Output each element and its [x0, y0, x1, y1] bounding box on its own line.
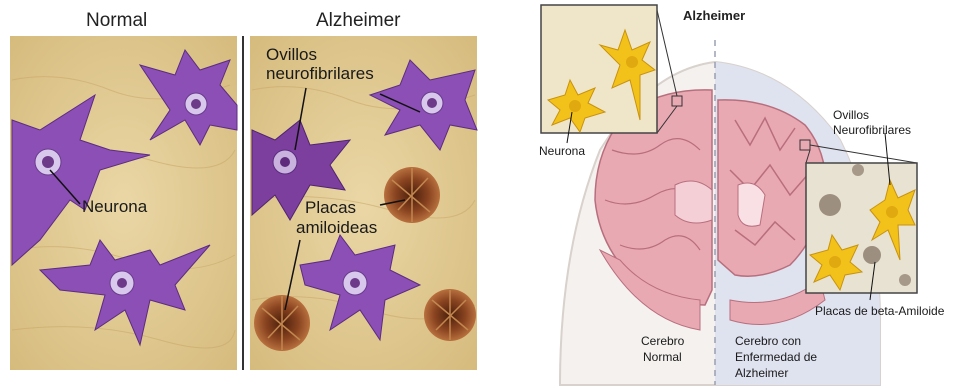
neurona-label-right: Neurona: [539, 144, 585, 159]
right-title: Alzheimer: [683, 8, 745, 23]
placas-right-label: Placas de beta-Amiloide: [815, 304, 944, 319]
cerebro-ea-line3: Alzheimer: [735, 366, 788, 381]
inset-normal: [541, 5, 657, 133]
cerebro-ea-line1: Cerebro con: [735, 334, 801, 349]
ovillos-right-line1: Ovillos: [833, 108, 869, 123]
inset-alzheimer: [806, 163, 917, 293]
cerebro-normal-line1: Cerebro: [641, 334, 684, 349]
ovillos-right-line2: Neurofibrilares: [833, 123, 911, 138]
cerebro-normal-line2: Normal: [643, 350, 682, 365]
cerebro-ea-line2: Enfermedad de: [735, 350, 817, 365]
